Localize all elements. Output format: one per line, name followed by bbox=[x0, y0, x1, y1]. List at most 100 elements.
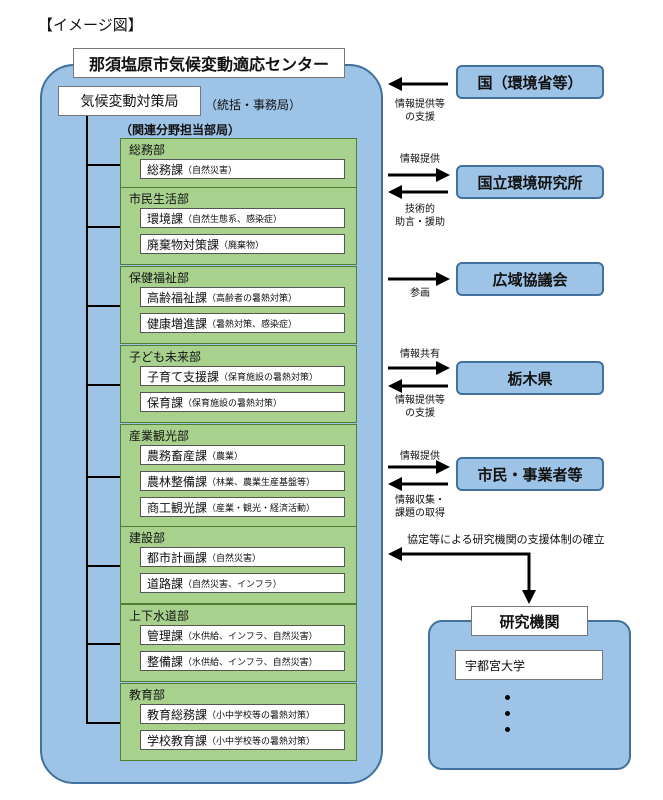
related-departments-label: （関連分野担当部局） bbox=[120, 123, 241, 137]
org-tree-branch-line bbox=[86, 226, 120, 228]
org-tree-branch-line bbox=[86, 305, 120, 307]
ellipsis-dot bbox=[505, 711, 510, 716]
section-note: （小中学校等の暑熱対策） bbox=[207, 710, 316, 721]
label-citizens-out: 情報提供 bbox=[400, 451, 440, 462]
arrow-left-ministry bbox=[388, 77, 448, 91]
org-tree-branch-line bbox=[86, 384, 120, 386]
ellipsis-dot bbox=[505, 695, 510, 700]
ext-org-citizens: 市民・事業者等 bbox=[456, 457, 604, 491]
section-name: 整備課 bbox=[147, 654, 184, 669]
section-note: （小中学校等の暑熱対策） bbox=[207, 736, 316, 747]
section-name: 総務課 bbox=[147, 162, 184, 177]
section-name: 環境課 bbox=[147, 211, 184, 226]
label-nies-out: 情報提供 bbox=[400, 154, 440, 165]
label-council-out: 参画 bbox=[410, 288, 430, 299]
section-note: （林業、農業生産基盤等） bbox=[207, 477, 316, 488]
arrow-right-pref bbox=[388, 361, 450, 375]
arrow-right-council bbox=[388, 272, 450, 286]
section-box: 都市計画課（自然災害） bbox=[140, 547, 345, 567]
section-note: （自然災害） bbox=[183, 165, 238, 176]
research-container bbox=[428, 620, 631, 770]
section-box: 保育課（保育施設の暑熱対策） bbox=[140, 392, 345, 412]
research-item: 宇都宮大学 bbox=[455, 650, 603, 680]
figure-caption: 【イメージ図】 bbox=[38, 16, 143, 34]
section-box: 整備課（水供給、インフラ、自然災害） bbox=[140, 651, 345, 671]
label-pref-out: 情報共有 bbox=[400, 349, 440, 360]
section-note: （自然災害） bbox=[207, 553, 262, 564]
department-box: 保健福祉部高齢福祉課（高齢者の暑熱対策） 健康増進課（暑熱対策、感染症） bbox=[120, 266, 357, 344]
section-name: 学校教育課 bbox=[147, 733, 208, 748]
department-box: 教育部教育総務課（小中学校等の暑熱対策）学校教育課（小中学校等の暑熱対策） bbox=[120, 683, 357, 761]
section-box: 学校教育課（小中学校等の暑熱対策） bbox=[140, 730, 345, 750]
section-note: （水供給、インフラ、自然災害） bbox=[183, 657, 318, 668]
arrow-right-citizens bbox=[388, 460, 450, 474]
arrow-left-nies bbox=[388, 185, 448, 199]
section-box: 道路課（自然災害、インフラ） bbox=[140, 573, 345, 593]
department-name: 上下水道部 bbox=[129, 609, 190, 623]
section-note: （自然生態系、感染症） bbox=[183, 214, 283, 225]
department-name: 市民生活部 bbox=[129, 192, 190, 206]
section-name: 管理課 bbox=[147, 628, 184, 643]
section-box: 健康増進課（暑熱対策、感染症） bbox=[140, 313, 345, 333]
org-tree-branch-line bbox=[86, 722, 120, 724]
org-tree-branch-line bbox=[86, 565, 120, 567]
section-note: （暑熱対策、感染症） bbox=[207, 319, 298, 330]
ellipsis-dot bbox=[505, 727, 510, 732]
bureau-note: （統括・事務局） bbox=[205, 98, 302, 112]
section-name: 都市計画課 bbox=[147, 550, 208, 565]
department-name: 建設部 bbox=[129, 531, 166, 545]
section-name: 保育課 bbox=[147, 395, 184, 410]
department-box: 市民生活部環境課（自然生態系、感染症） 廃棄物対策課（廃棄物） bbox=[120, 187, 357, 265]
section-name: 子育て支援課 bbox=[147, 369, 220, 384]
section-note: （保育施設の暑熱対策） bbox=[219, 372, 319, 383]
section-name: 健康増進課 bbox=[147, 316, 208, 331]
section-note: （水供給、インフラ、自然災害） bbox=[183, 631, 318, 642]
ext-org-nies: 国立環境研究所 bbox=[456, 165, 604, 199]
section-note: （高齢者の暑熱対策） bbox=[207, 293, 298, 304]
section-note: （自然災害、インフラ） bbox=[183, 579, 282, 590]
section-box: 農務畜産課（農業） bbox=[140, 445, 345, 465]
label-ministry-in: 情報提供等 の支援 bbox=[395, 99, 445, 123]
section-box: 農林整備課（林業、農業生産基盤等） bbox=[140, 471, 345, 491]
section-note: （農業） bbox=[207, 451, 244, 462]
section-box: 管理課（水供給、インフラ、自然災害） bbox=[140, 625, 345, 645]
section-name: 農林整備課 bbox=[147, 474, 208, 489]
department-name: 保健福祉部 bbox=[129, 271, 190, 285]
section-name: 高齢福祉課 bbox=[147, 290, 208, 305]
org-tree-trunk-line bbox=[86, 116, 88, 722]
section-name: 廃棄物対策課 bbox=[147, 237, 220, 252]
section-name: 農務畜産課 bbox=[147, 448, 208, 463]
label-nies-in: 技術的 助言・援助 bbox=[395, 204, 445, 228]
department-name: 産業観光部 bbox=[129, 429, 190, 443]
section-name: 道路課 bbox=[147, 576, 184, 591]
research-title: 研究機関 bbox=[471, 606, 588, 636]
arrow-research-link bbox=[388, 547, 536, 604]
label-pref-in: 情報提供等 の支援 bbox=[395, 395, 445, 419]
section-note: （保育施設の暑熱対策） bbox=[183, 398, 283, 409]
arrow-left-citizens bbox=[388, 477, 448, 491]
section-box: 教育総務課（小中学校等の暑熱対策） bbox=[140, 704, 345, 724]
department-box: 建設部都市計画課（自然災害） 道路課（自然災害、インフラ） bbox=[120, 526, 357, 604]
section-box: 廃棄物対策課（廃棄物） bbox=[140, 234, 345, 254]
arrow-right-nies bbox=[388, 168, 450, 182]
section-box: 商工観光課（産業・観光・経済活動） bbox=[140, 497, 345, 517]
section-box: 環境課（自然生態系、感染症） bbox=[140, 208, 345, 228]
org-tree-branch-line bbox=[86, 643, 120, 645]
section-note: （廃棄物） bbox=[219, 240, 265, 251]
section-name: 教育総務課 bbox=[147, 707, 208, 722]
department-box: 産業観光部農務畜産課（農業） 農林整備課（林業、農業生産基盤等） 商工観光課（産業・… bbox=[120, 424, 357, 528]
department-name: 教育部 bbox=[129, 688, 166, 702]
org-tree-branch-line bbox=[86, 164, 120, 166]
section-name: 商工観光課 bbox=[147, 500, 208, 515]
department-box: 上下水道部管理課（水供給、インフラ、自然災害）整備課（水供給、インフラ、自然災害… bbox=[120, 604, 357, 682]
ext-org-tochigi-pref: 栃木県 bbox=[456, 361, 604, 395]
department-box: 総務部総務課（自然災害） bbox=[120, 138, 357, 190]
arrow-left-pref bbox=[388, 379, 448, 393]
ext-org-regional-council: 広域協議会 bbox=[456, 262, 604, 296]
label-research-link: 協定等による研究機関の支援体制の確立 bbox=[407, 533, 605, 546]
center-title: 那須塩原市気候変動適応センター bbox=[73, 48, 345, 78]
department-name: 子ども未来部 bbox=[129, 350, 202, 364]
section-box: 子育て支援課（保育施設の暑熱対策） bbox=[140, 366, 345, 386]
section-box: 高齢福祉課（高齢者の暑熱対策） bbox=[140, 287, 345, 307]
